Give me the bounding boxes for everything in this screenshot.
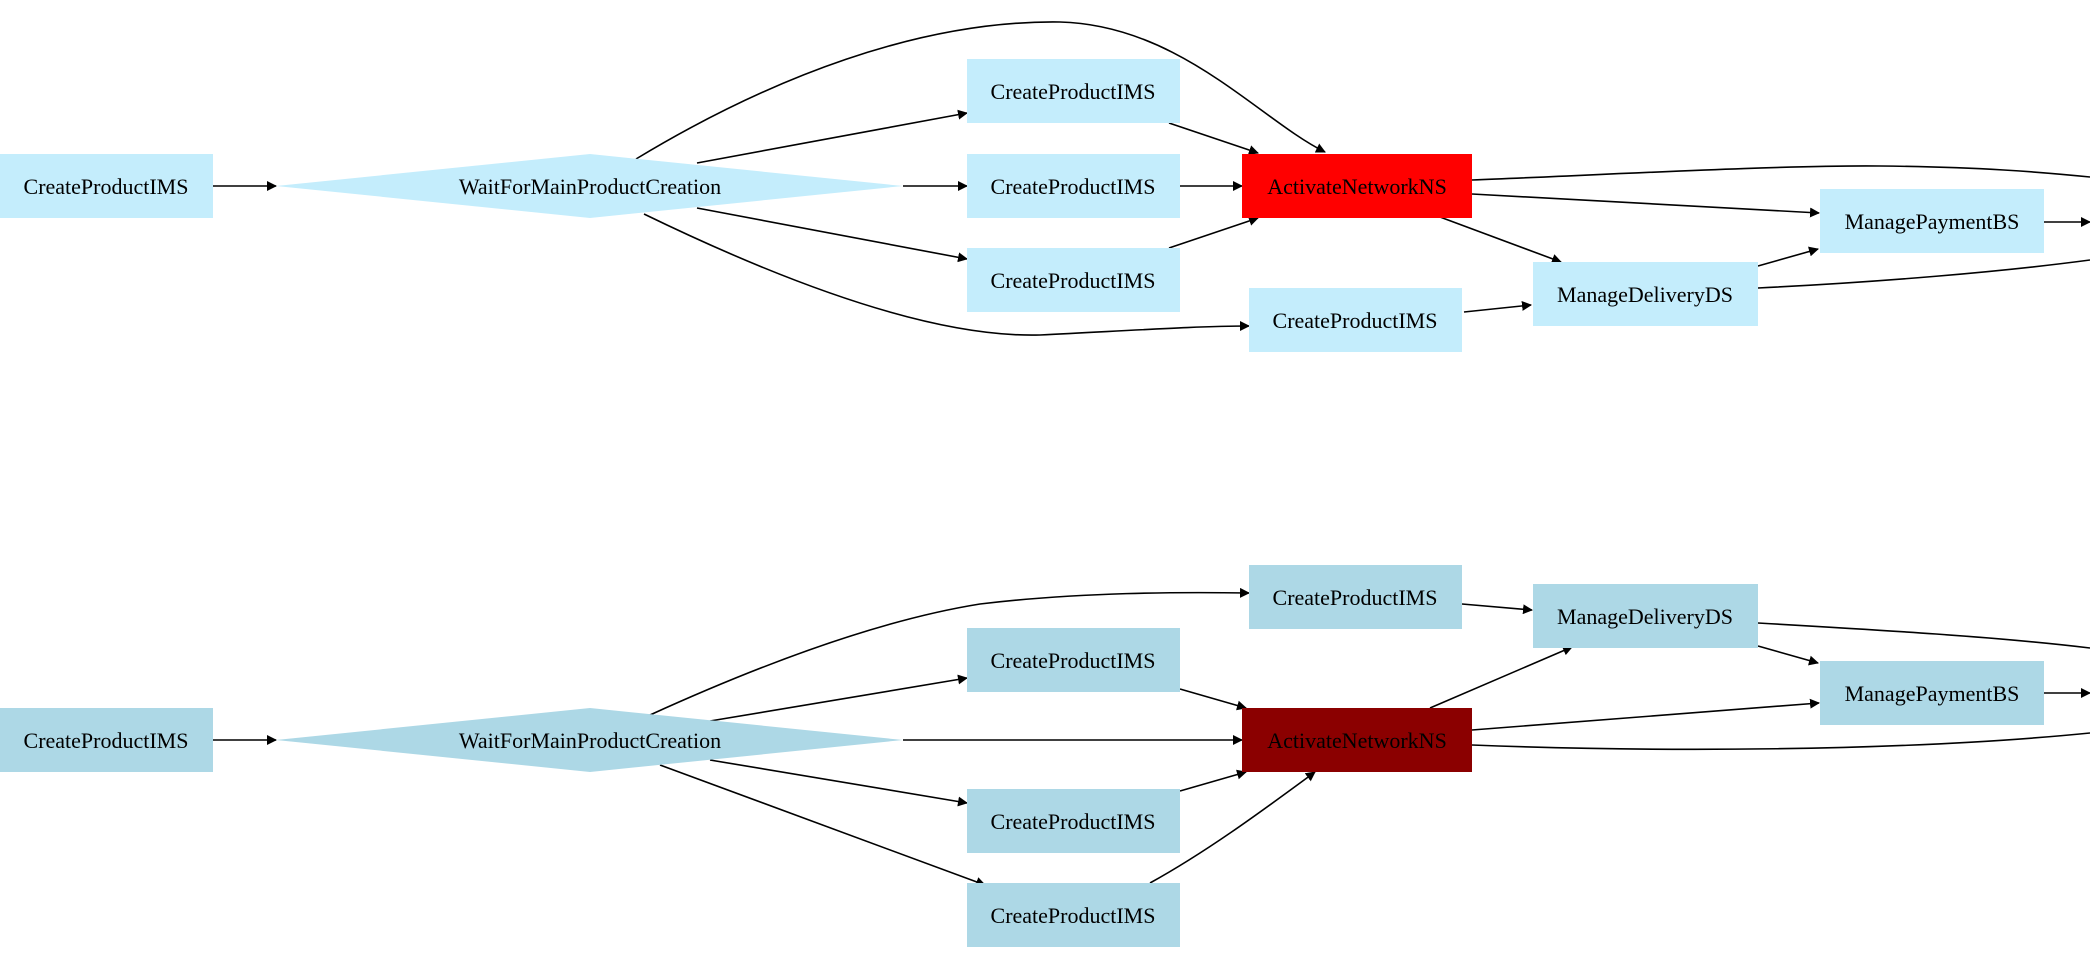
bottom-edges [213,587,2090,887]
node-box [1533,262,1758,326]
bottom-node-cp-b[interactable]: CreateProductIMS [967,789,1180,853]
top-node-cp-a[interactable]: CreateProductIMS [967,59,1180,123]
edge-cp-b-to-activate [1179,769,1247,792]
edge-activate-offscreen [1471,732,2090,751]
node-box [1242,154,1472,218]
node-box [1820,661,2044,725]
top-node-wait[interactable]: WaitForMainProductCreation [276,154,903,218]
edge-cp-c-to-activate [1149,771,1316,884]
top-node-activate[interactable]: ActivateNetworkNS [1242,154,1472,218]
bottom-node-payment[interactable]: ManagePaymentBS [1820,661,2044,725]
edge-wait-to-cp-top [649,587,1250,716]
node-label: CreateProductIMS [991,268,1156,293]
node-label: ManagePaymentBS [1845,209,2020,234]
edge-wait-to-cp-c [696,207,968,263]
edge-activate-offscreen [1471,165,2090,181]
edge-delivery-offscreen [1757,259,2090,289]
node-label: CreateProductIMS [991,648,1156,673]
node-box [967,789,1180,853]
top-node-cp-c[interactable]: CreateProductIMS [967,248,1180,312]
edge-activate-to-payment [1471,698,1820,731]
edge-activate-to-delivery [1429,645,1573,709]
node-label: ManageDeliveryDS [1557,282,1733,307]
top-node-delivery[interactable]: ManageDeliveryDS [1533,262,1758,326]
node-box [1249,565,1462,629]
edge-wait-to-cp-b [709,759,968,807]
node-label: CreateProductIMS [24,728,189,753]
node-label: CreateProductIMS [991,79,1156,104]
top-edges [213,21,2090,336]
node-box [1533,584,1758,648]
node-box [967,154,1180,218]
bottom-node-cp-a[interactable]: CreateProductIMS [967,628,1180,692]
node-box [967,248,1180,312]
node-box [967,59,1180,123]
edge-activate-to-payment [1471,193,1820,218]
edge-cp-d-to-delivery [1463,300,1532,313]
node-label: WaitForMainProductCreation [459,174,721,199]
node-label: ManageDeliveryDS [1557,604,1733,629]
node-box [0,708,213,772]
node-label: ActivateNetworkNS [1267,174,1447,199]
edge-delivery-offscreen [1757,622,2090,649]
top-node-start[interactable]: CreateProductIMS [0,154,213,218]
edge-wait-to-cp-c [659,764,986,887]
node-box [0,154,213,218]
edge-wait-to-cp-a [696,109,968,164]
edge-cp-a-to-activate [1168,122,1259,155]
edge-cp-a-to-activate [1179,688,1247,711]
edge-activate-to-delivery [1439,216,1562,264]
node-box [1249,288,1462,352]
edge-wait-to-cp-d [643,213,1250,336]
edge-wait-to-activate [635,21,1326,160]
node-label: CreateProductIMS [24,174,189,199]
node-label: CreateProductIMS [991,174,1156,199]
node-box [1242,708,1472,772]
bottom-node-delivery[interactable]: ManageDeliveryDS [1533,584,1758,648]
top-node-payment[interactable]: ManagePaymentBS [1820,189,2044,253]
node-label: CreateProductIMS [991,903,1156,928]
top-graph: CreateProductIMS WaitForMainProductCreat… [0,21,2090,352]
edge-cp-top-to-delivery [1461,603,1533,615]
bottom-node-cp-top[interactable]: CreateProductIMS [1249,565,1462,629]
node-label: CreateProductIMS [1273,308,1438,333]
edge-delivery-to-payment [1757,246,1819,267]
node-label: ActivateNetworkNS [1267,728,1447,753]
edge-cp-c-to-activate [1168,216,1259,249]
edge-delivery-to-payment [1757,645,1819,666]
node-label: WaitForMainProductCreation [459,728,721,753]
node-box [967,883,1180,947]
bottom-node-start[interactable]: CreateProductIMS [0,708,213,772]
node-label: CreateProductIMS [991,809,1156,834]
edge-wait-to-cp-a [709,674,968,722]
top-node-cp-b[interactable]: CreateProductIMS [967,154,1180,218]
bottom-node-activate[interactable]: ActivateNetworkNS [1242,708,1472,772]
bottom-node-wait[interactable]: WaitForMainProductCreation [276,708,903,772]
node-label: ManagePaymentBS [1845,681,2020,706]
node-label: CreateProductIMS [1273,585,1438,610]
node-box [967,628,1180,692]
node-diamond [276,708,903,772]
bottom-node-cp-c[interactable]: CreateProductIMS [967,883,1180,947]
node-box [1820,189,2044,253]
bottom-graph: CreateProductIMS WaitForMainProductCreat… [0,565,2090,947]
node-diamond [276,154,903,218]
top-node-cp-d[interactable]: CreateProductIMS [1249,288,1462,352]
